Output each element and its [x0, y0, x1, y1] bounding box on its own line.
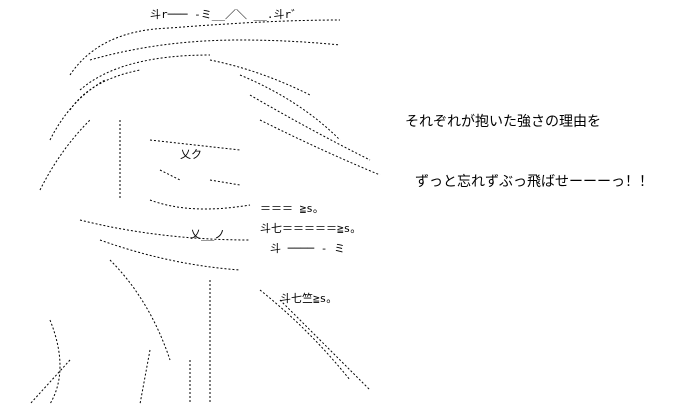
art-text-effect-b: 斗七＝＝＝＝＝≧s。: [260, 222, 361, 235]
caption-line-2: ずっと忘れずぶっ飛ばせーーーっ！！: [415, 174, 653, 190]
art-text-mouth: 乂__ノ: [190, 228, 225, 241]
art-text-effect-a: ＝＝＝ ≧s。: [260, 202, 324, 215]
caption-line-1: それぞれが抱いた強さの理由を: [405, 114, 601, 130]
art-text-effect-d: 斗七竺≧s。: [280, 291, 337, 305]
art-text-effect-c: 斗 ──── - ミ: [270, 242, 345, 255]
art-text-face: 乂ク: [180, 148, 202, 161]
ascii-art-character: 斗r─── -ミ__／＼ __.斗r゛ 乂ク 乂__ノ ＝＝＝ ≧s。 斗七＝＝…: [10, 0, 390, 404]
art-text-top: 斗r─── -ミ__／＼ __.斗r゛: [150, 8, 302, 21]
caption-text: それぞれが抱いた強さの理由を ずっと忘れずぶっ飛ばせーーーっ！！: [405, 72, 665, 212]
ascii-art-drawing: 斗r─── -ミ__／＼ __.斗r゛ 乂ク 乂__ノ ＝＝＝ ≧s。 斗七＝＝…: [29, 8, 381, 404]
